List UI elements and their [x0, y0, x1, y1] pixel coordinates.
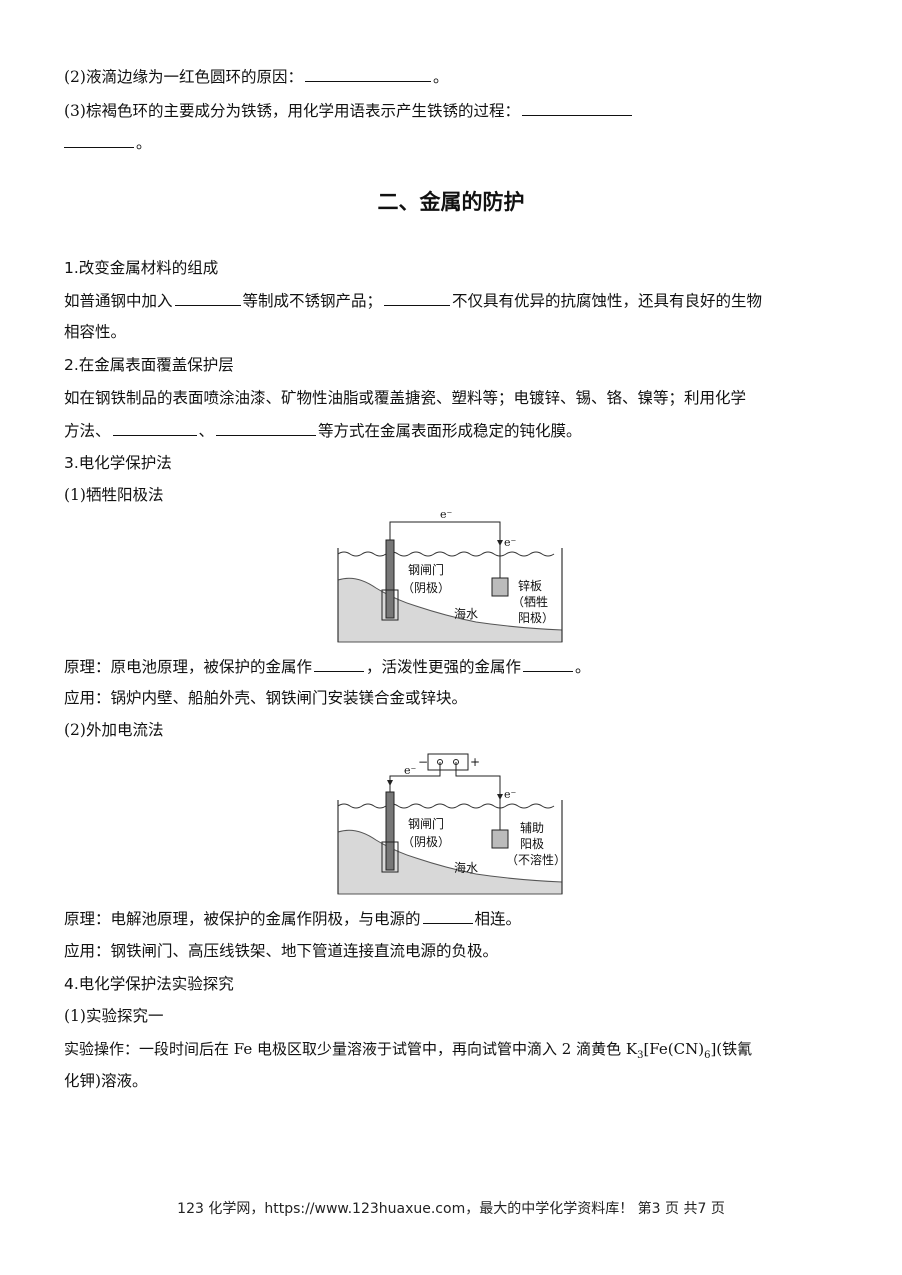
aux-label: 辅助	[520, 821, 544, 835]
water-surface	[337, 803, 555, 809]
text: 方法、	[64, 422, 111, 440]
question-3-continuation: 。	[64, 132, 152, 153]
question-2-text: (2)液滴边缘为一红色圆环的原因：	[64, 68, 303, 86]
s2-paragraph-2: 方法、 、 等方式在金属表面形成稳定的钝化膜。	[64, 420, 582, 441]
electron-label-side: e⁻	[504, 536, 517, 549]
minus-sign: −	[418, 755, 428, 769]
gate-label: 钢闸门	[408, 562, 444, 577]
text: 不仅具有优异的抗腐蚀性，还具有良好的生物	[452, 292, 763, 310]
wire	[389, 521, 501, 580]
plate-label-3: 阳极）	[518, 611, 554, 625]
s1-paragraph-2: 相容性。	[64, 323, 127, 341]
answer-blank	[174, 290, 241, 306]
text: 原理：电解池原理，被保护的金属作阴极，与电源的	[64, 910, 421, 928]
text: 原理：原电池原理，被保护的金属作	[64, 658, 313, 676]
answer-blank	[314, 656, 365, 672]
text: 等制成不锈钢产品；	[242, 292, 383, 310]
text: 、	[198, 422, 215, 440]
answer-blank	[422, 908, 473, 924]
plate-label: 锌板	[518, 579, 542, 593]
steel-gate	[385, 539, 395, 619]
sacrificial-anode-figure: e⁻ e⁻ 钢闸门 （阴极） 锌板 （牺牲 阳极） 海水	[337, 508, 563, 643]
question-3-text: (3)棕褐色环的主要成分为铁锈，用化学用语表示产生铁锈的过程：	[64, 102, 520, 120]
gate-label-cathode: （阴极）	[402, 835, 450, 849]
text: 实验操作：一段时间后在 Fe 电极区取少量溶液于试管中，再向试管中滴入 2 滴黄…	[64, 1040, 638, 1058]
aux-label-2: 阳极	[520, 837, 544, 851]
text: ，活泼性更强的金属作	[366, 658, 522, 676]
power-supply	[427, 753, 469, 771]
electron-arrow	[497, 540, 503, 546]
impressed-current-figure: − + e⁻ e⁻ 钢闸门 （阴极） 辅助 阳极 （不溶性） 海水	[337, 753, 566, 895]
s3-sub2: (2)外加电流法	[64, 721, 164, 739]
s4-title: 4.电化学保护法实验探究	[64, 975, 234, 993]
electron-label-top: e⁻	[440, 508, 453, 521]
s1-title: 1.改变金属材料的组成	[64, 259, 219, 277]
answer-blank	[384, 290, 451, 306]
answer-blank	[216, 420, 317, 436]
s2-paragraph: 如在钢铁制品的表面喷涂油漆、矿物性油脂或覆盖搪瓷、塑料等；电镀锌、锡、铬、镍等；…	[64, 389, 747, 407]
answer-blank	[521, 100, 632, 116]
page-footer: 123 化学网，https://www.123huaxue.com，最大的中学化…	[177, 1201, 725, 1217]
text: 如普通钢中加入	[64, 292, 173, 310]
text: [Fe(CN)	[643, 1040, 705, 1058]
auxiliary-anode	[491, 829, 509, 849]
gate-base	[381, 841, 399, 873]
s4-operation: 实验操作：一段时间后在 Fe 电极区取少量溶液于试管中，再向试管中滴入 2 滴黄…	[64, 1039, 752, 1066]
s4-operation-2: 化钾)溶液。	[64, 1072, 148, 1090]
question-3: (3)棕褐色环的主要成分为铁锈，用化学用语表示产生铁锈的过程：	[64, 100, 634, 121]
period: 。	[432, 68, 449, 86]
text: 。	[575, 658, 591, 676]
s1-paragraph: 如普通钢中加入 等制成不锈钢产品； 不仅具有优异的抗腐蚀性，还具有良好的生物	[64, 290, 762, 311]
plate-label-2: （牺牲	[512, 595, 548, 609]
electron-label-right: e⁻	[504, 788, 517, 801]
s3-principle-2: 原理：电解池原理，被保护的金属作阴极，与电源的 相连。	[64, 908, 521, 929]
answer-blank	[112, 420, 197, 436]
gate-label-cathode: （阴极）	[402, 581, 450, 595]
gate-label: 钢闸门	[408, 816, 444, 831]
s3-application-2: 应用：钢铁闸门、高压线铁架、地下管道连接直流电源的负极。	[64, 942, 499, 960]
gate-base	[381, 589, 399, 621]
s3-application-1: 应用：锅炉内壁、船舶外壳、钢铁闸门安装镁合金或锌块。	[64, 689, 468, 707]
s4-sub1: (1)实验探究一	[64, 1007, 164, 1025]
answer-blank	[64, 132, 134, 148]
steel-gate	[385, 791, 395, 871]
s3-principle-1: 原理：原电池原理，被保护的金属作 ，活泼性更强的金属作 。	[64, 656, 591, 677]
s3-sub1: (1)牺牲阳极法	[64, 486, 164, 504]
subscript: 3	[637, 1050, 644, 1061]
seawater-label: 海水	[454, 606, 478, 621]
text: 等方式在金属表面形成稳定的钝化膜。	[318, 422, 582, 440]
wire-positive	[455, 762, 501, 832]
period: 。	[136, 134, 152, 152]
subscript: 6	[704, 1050, 711, 1061]
aux-label-3: （不溶性）	[506, 852, 566, 867]
section-title: 二、金属的防护	[377, 190, 525, 214]
electron-arrow-left	[387, 780, 393, 786]
zinc-plate	[491, 577, 509, 597]
question-2: (2)液滴边缘为一红色圆环的原因： 。	[64, 66, 448, 87]
electron-label-left: e⁻	[404, 764, 417, 777]
seawater-label: 海水	[454, 860, 478, 875]
s3-title: 3.电化学保护法	[64, 454, 172, 472]
text: ](铁氰	[710, 1040, 753, 1058]
water-surface	[337, 551, 555, 557]
seabed	[337, 577, 563, 643]
s2-title: 2.在金属表面覆盖保护层	[64, 356, 234, 374]
plus-sign: +	[470, 755, 480, 769]
text: 相连。	[474, 910, 522, 928]
electron-arrow-right	[497, 794, 503, 800]
seabed	[337, 829, 563, 895]
answer-blank	[304, 66, 431, 82]
answer-blank	[523, 656, 574, 672]
